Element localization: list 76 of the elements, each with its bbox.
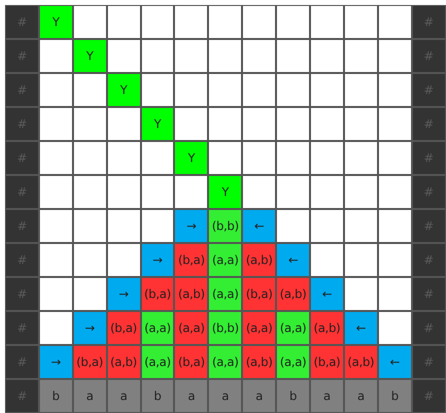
- wall-cell: #: [5, 73, 39, 107]
- wall-cell: #: [412, 39, 446, 73]
- arrow-cell: →: [140, 243, 174, 277]
- pair-cell: (b,b): [208, 311, 242, 345]
- pair-cell: (a,b): [242, 243, 276, 277]
- marker-cell: Y: [72, 39, 107, 73]
- pair-cell: (a,b): [276, 277, 310, 311]
- pair-cell: (a,b): [106, 345, 141, 379]
- arrow-cell: →: [38, 345, 73, 379]
- wall-cell: #: [5, 243, 39, 277]
- pair-cell: (a,b): [242, 345, 276, 379]
- arrow-cell: →: [174, 209, 208, 243]
- arrow-cell: ←: [344, 311, 378, 345]
- input-cell: a: [242, 379, 276, 413]
- pair-cell: (b,a): [72, 345, 107, 379]
- input-cell: b: [276, 379, 310, 413]
- wall-cell: #: [5, 39, 39, 73]
- arrow-cell: →: [106, 277, 141, 311]
- wall-cell: #: [412, 73, 446, 107]
- wall-cell: #: [5, 277, 39, 311]
- marker-cell: Y: [38, 5, 73, 39]
- pair-cell: (a,a): [140, 345, 174, 379]
- input-cell: b: [378, 379, 412, 413]
- pair-cell: (b,a): [174, 243, 208, 277]
- wall-cell: #: [412, 175, 446, 209]
- arrow-cell: ←: [276, 243, 310, 277]
- pair-cell: (b,a): [242, 277, 276, 311]
- marker-cell: Y: [106, 73, 141, 107]
- wall-cell: #: [5, 345, 39, 379]
- pair-cell: (a,a): [276, 345, 310, 379]
- input-cell: b: [140, 379, 174, 413]
- pair-cell: (b,a): [310, 345, 344, 379]
- wall-cell: #: [412, 107, 446, 141]
- arrow-cell: ←: [378, 345, 412, 379]
- pair-cell: (a,a): [208, 277, 242, 311]
- wall-cell: #: [412, 243, 446, 277]
- pair-cell: (b,b): [208, 209, 242, 243]
- input-cell: a: [208, 379, 242, 413]
- marker-cell: Y: [174, 141, 208, 175]
- input-cell: a: [310, 379, 344, 413]
- input-cell: a: [174, 379, 208, 413]
- wall-cell: #: [412, 5, 446, 39]
- wall-cell: #: [412, 379, 446, 413]
- pair-cell: (b,a): [140, 277, 174, 311]
- wall-cell: #: [5, 209, 39, 243]
- wall-cell: #: [5, 175, 39, 209]
- pair-cell: (a,a): [140, 311, 174, 345]
- arrow-cell: →: [72, 311, 107, 345]
- wall-cell: #: [5, 311, 39, 345]
- pair-cell: (a,a): [208, 243, 242, 277]
- wall-cell: #: [412, 345, 446, 379]
- arrow-cell: ←: [310, 277, 344, 311]
- pair-cell: (a,a): [174, 311, 208, 345]
- pair-cell: (a,a): [242, 311, 276, 345]
- pair-cell: (b,a): [106, 311, 141, 345]
- arrow-cell: ←: [242, 209, 276, 243]
- marker-cell: Y: [140, 107, 174, 141]
- wall-cell: #: [412, 141, 446, 175]
- wall-cell: #: [412, 209, 446, 243]
- pair-cell: (a,a): [208, 345, 242, 379]
- pair-cell: (a,b): [344, 345, 378, 379]
- input-cell: a: [106, 379, 141, 413]
- wall-cell: #: [412, 311, 446, 345]
- wall-cell: #: [5, 5, 39, 39]
- wall-cell: #: [5, 379, 39, 413]
- pair-cell: (b,a): [174, 345, 208, 379]
- pair-cell: (a,a): [276, 311, 310, 345]
- wall-cell: #: [5, 107, 39, 141]
- input-cell: a: [72, 379, 107, 413]
- marker-cell: Y: [208, 175, 242, 209]
- input-cell: a: [344, 379, 378, 413]
- pair-cell: (a,b): [174, 277, 208, 311]
- wall-cell: #: [5, 141, 39, 175]
- wall-cell: #: [412, 277, 446, 311]
- pair-cell: (a,b): [310, 311, 344, 345]
- input-cell: b: [38, 379, 73, 413]
